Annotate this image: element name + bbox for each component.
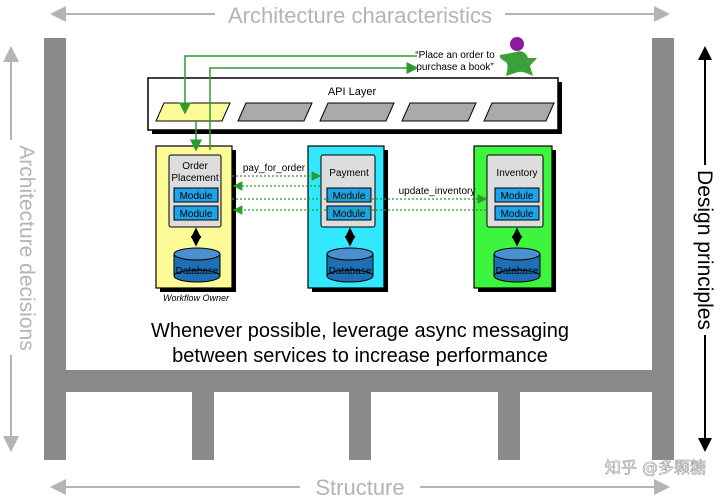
bottom-edge-label: Structure (315, 475, 404, 500)
right-edge-label: Design principles (693, 170, 716, 330)
api-layer-label: API Layer (328, 86, 377, 98)
service-payment: Payment Module Module Database (307, 145, 388, 292)
left-pillar (44, 38, 66, 460)
user-head (510, 37, 524, 51)
right-edge-label-group: Design principles (693, 46, 716, 452)
support-leg-3 (498, 392, 520, 460)
database-label: Database (176, 266, 219, 277)
service-name-line1: Payment (329, 168, 369, 179)
api-endpoint-2 (237, 102, 313, 122)
watermark: 知乎 @多颗糖 (605, 458, 706, 477)
api-layer: API Layer (147, 77, 562, 134)
update-inventory-label: update_inventory (399, 186, 476, 197)
service-name-line1: Order (182, 161, 208, 172)
user-figure (499, 37, 537, 76)
module-label: Module (501, 191, 534, 202)
support-leg-1 (192, 392, 214, 460)
request-arrow-in (179, 55, 417, 115)
service-inventory: Inventory Module Module Database (473, 145, 556, 292)
api-endpoint-1 (155, 102, 231, 122)
workflow-owner-label: Workflow Owner (163, 293, 230, 303)
api-endpoint-3 (319, 102, 395, 122)
api-endpoint-5 (483, 102, 555, 122)
module-label: Module (501, 209, 534, 220)
principle-line2: between services to increase performance (172, 345, 548, 367)
request-arrows (179, 55, 419, 152)
principle-line1: Whenever possible, leverage async messag… (151, 320, 569, 342)
service-name-line1: Inventory (496, 168, 537, 179)
structure-frame (44, 38, 674, 460)
service-name-line2: Placement (171, 173, 218, 184)
database-label: Database (496, 266, 539, 277)
module-label: Module (333, 191, 366, 202)
user-icon (499, 51, 537, 76)
right-pillar (652, 38, 674, 460)
user-request-line2: purchase a book” (416, 62, 493, 73)
module-label: Module (180, 191, 213, 202)
service-order-placement: Order Placement Module Module Database (155, 145, 236, 292)
left-edge-label: Architecture decisions (15, 145, 38, 350)
api-endpoint-4 (401, 102, 477, 122)
async-messages (232, 171, 488, 215)
response-arrow-out (209, 62, 419, 150)
database-icon (173, 247, 221, 283)
bottom-edge-label-group: Structure (50, 475, 670, 500)
left-edge-label-group: Architecture decisions (3, 46, 38, 452)
top-edge-label-group: Architecture characteristics (50, 3, 670, 28)
pay-for-order-label: pay_for_order (243, 163, 306, 174)
module-label: Module (180, 209, 213, 220)
database-label: Database (329, 266, 372, 277)
support-leg-2 (349, 392, 371, 460)
top-edge-label: Architecture characteristics (228, 3, 492, 28)
module-label: Module (333, 209, 366, 220)
database-icon (493, 247, 541, 283)
user-request-line1: “Place an order to (415, 50, 495, 61)
database-icon (326, 247, 374, 283)
floor-beam (44, 370, 674, 392)
